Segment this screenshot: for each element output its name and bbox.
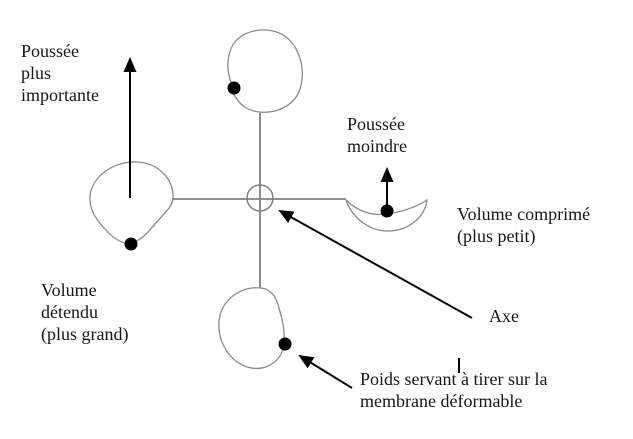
pointer-arrow-icon-axe: [278, 210, 473, 319]
membrane-top: [227, 29, 303, 113]
weight-dot-right: [380, 204, 394, 218]
label-poussee-plus-importante: Poussée plus importante: [21, 41, 99, 105]
label-axe: Axe: [489, 306, 519, 326]
label-volume-detendu: Volume détendu (plus grand): [41, 280, 129, 344]
weight-dot-bottom: [278, 337, 292, 351]
weight-dot-top: [227, 81, 241, 95]
membrane-bottom: [218, 287, 285, 369]
label-poussee-moindre: Poussée moindre: [347, 114, 407, 156]
label-volume-comprime: Volume comprimé (plus petit): [457, 204, 591, 246]
weight-dot-left: [124, 237, 138, 251]
axle-circle: [246, 184, 274, 212]
membrane-left: [89, 161, 174, 244]
label-poids-membrane: Poids servant à tirer sur la membrane dé…: [360, 369, 548, 411]
membrane-right: [345, 198, 428, 232]
pointer-arrow-icon-poids: [298, 354, 353, 389]
